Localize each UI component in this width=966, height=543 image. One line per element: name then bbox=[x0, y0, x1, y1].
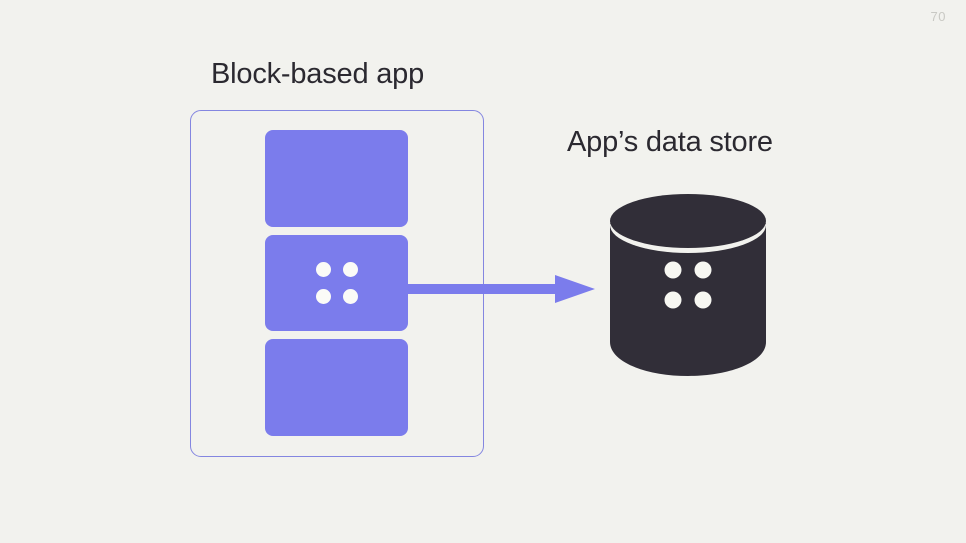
store-dot-1 bbox=[664, 261, 682, 279]
block-based-app-container bbox=[190, 110, 484, 457]
block-dot-1 bbox=[315, 262, 331, 277]
data-store-dots-icon bbox=[664, 261, 712, 309]
block-dot-3 bbox=[315, 289, 331, 304]
app-block-2 bbox=[265, 235, 408, 331]
block-dot-2 bbox=[342, 262, 358, 277]
page-number: 70 bbox=[930, 9, 946, 24]
block-based-app-title: Block-based app bbox=[211, 58, 425, 90]
data-store-cylinder-icon bbox=[608, 192, 768, 378]
store-dot-2 bbox=[694, 261, 712, 279]
store-dot-3 bbox=[664, 291, 682, 309]
block-dot-4 bbox=[342, 289, 358, 304]
app-data-store-title: App’s data store bbox=[567, 126, 773, 158]
app-block-3 bbox=[265, 339, 408, 436]
block-data-dots-icon bbox=[315, 262, 358, 304]
app-block-1 bbox=[265, 130, 408, 227]
store-dot-4 bbox=[694, 291, 712, 309]
